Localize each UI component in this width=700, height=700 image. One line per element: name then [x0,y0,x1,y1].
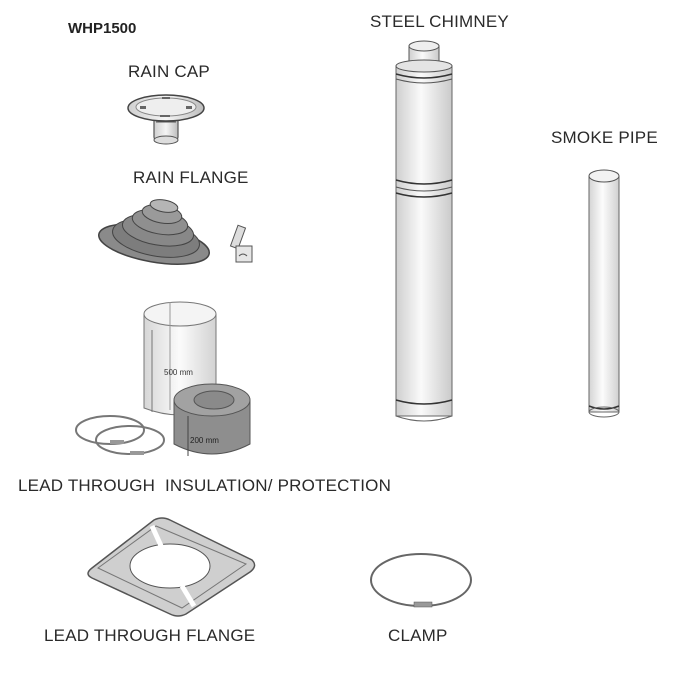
model-title: WHP1500 [68,20,137,37]
ring-height-dimension: 200 mm [190,436,219,445]
rain-cap-label: RAIN CAP [128,62,210,81]
rain-cap-illustration [126,92,206,152]
lead-through-flange-label: LEAD THROUGH FLANGE [44,626,256,645]
insulation-ring-illustration: 200 mm [172,382,252,462]
sleeve-height-dimension: 500 mm [164,368,193,377]
steel-chimney-label: STEEL CHIMNEY [370,12,509,31]
rain-flange-label: RAIN FLANGE [133,168,249,187]
hose-clamps-illustration [74,408,174,468]
smoke-pipe-illustration [586,168,622,420]
lead-through-flange-illustration [82,516,258,618]
clamp-illustration [366,550,476,616]
smoke-pipe-label: SMOKE PIPE [551,128,658,147]
clamp-label: CLAMP [388,626,448,645]
steel-chimney-illustration [390,40,460,427]
insulation-label: LEAD THROUGH INSULATION/ PROTECTION [18,476,392,495]
rain-flange-illustration [96,192,216,267]
sealant-kit-icon [228,224,254,264]
